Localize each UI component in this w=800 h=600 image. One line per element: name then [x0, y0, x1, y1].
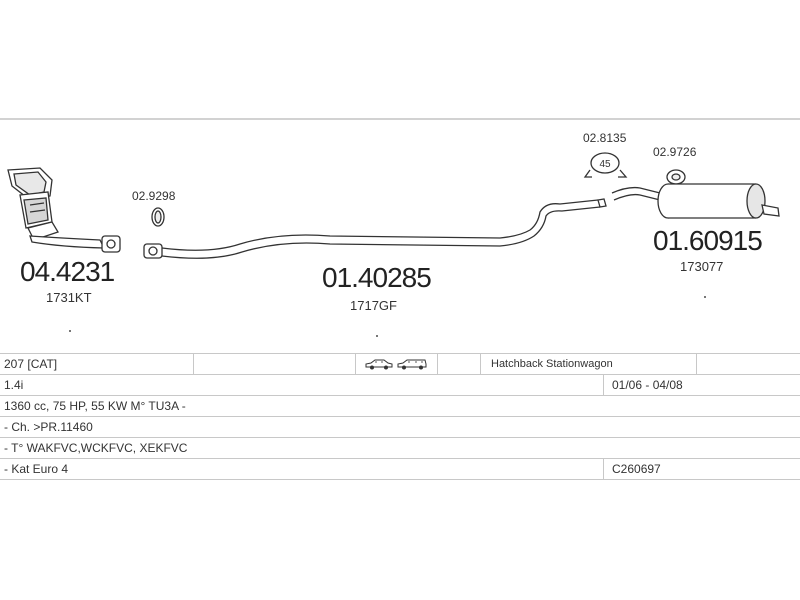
model-cell: 207 [CAT]: [4, 357, 58, 371]
clamp-marking: 45: [599, 159, 611, 170]
body-type-icons-cell: [355, 354, 436, 374]
rear-silencer-ref-code: 173077: [680, 259, 724, 274]
front-pipe-ref-code: 1717GF: [350, 298, 397, 313]
table-row: - T° WAKFVC,WCKFVC, XEKFVC: [0, 438, 800, 459]
front-pipe-drawing[interactable]: [143, 198, 607, 259]
gasket-drawing[interactable]: [151, 207, 165, 227]
empty-cell: [193, 354, 354, 374]
front-pipe-part-number: 01.40285: [322, 262, 432, 293]
marker-dot: [376, 335, 378, 337]
table-row: - Ch. >PR.11460: [0, 417, 800, 438]
clamp-part-number: 02.8135: [583, 131, 627, 145]
rear-silencer-part-number: 01.60915: [653, 225, 763, 256]
catalytic-converter-drawing[interactable]: [7, 167, 121, 253]
gasket-part-number: 02.9298: [132, 189, 176, 203]
stationwagon-car-icon: [397, 359, 427, 370]
empty-cell: [696, 354, 800, 374]
table-row: - Kat Euro 4 C260697: [0, 459, 800, 480]
engine-codes-cell: - T° WAKFVC,WCKFVC, XEKFVC: [4, 441, 188, 455]
body-type-cell: Hatchback Stationwagon: [480, 354, 705, 374]
rear-silencer-drawing[interactable]: [611, 183, 780, 219]
table-row: 1360 cc, 75 HP, 55 KW M° TU3A -: [0, 396, 800, 417]
hatchback-car-icon: [365, 359, 393, 370]
table-row: 1.4i 01/06 - 04/08: [0, 375, 800, 396]
rubber-mount-part-number: 02.9726: [653, 145, 697, 159]
catalogue-code-cell: C260697: [603, 459, 800, 479]
period-cell: 01/06 - 04/08: [603, 375, 800, 395]
vehicle-info-table: 207 [CAT]: [0, 353, 800, 480]
marker-dot: [69, 330, 71, 332]
catalyst-ref-code: 1731KT: [46, 290, 92, 305]
exhaust-system-diagram: 45: [7, 152, 780, 259]
empty-cell: [437, 354, 478, 374]
engine-cell: 1.4i: [4, 378, 24, 392]
chassis-cell: - Ch. >PR.11460: [4, 420, 93, 434]
clamp-drawing[interactable]: 45: [583, 152, 628, 178]
marker-dot: [704, 296, 706, 298]
table-row: 207 [CAT]: [0, 354, 800, 375]
spec-cell: 1360 cc, 75 HP, 55 KW M° TU3A -: [4, 399, 186, 413]
rubber-mount-drawing[interactable]: [666, 169, 686, 185]
emission-cell: - Kat Euro 4: [4, 462, 69, 476]
catalyst-part-number: 04.4231: [20, 256, 115, 287]
top-divider: [0, 118, 800, 120]
